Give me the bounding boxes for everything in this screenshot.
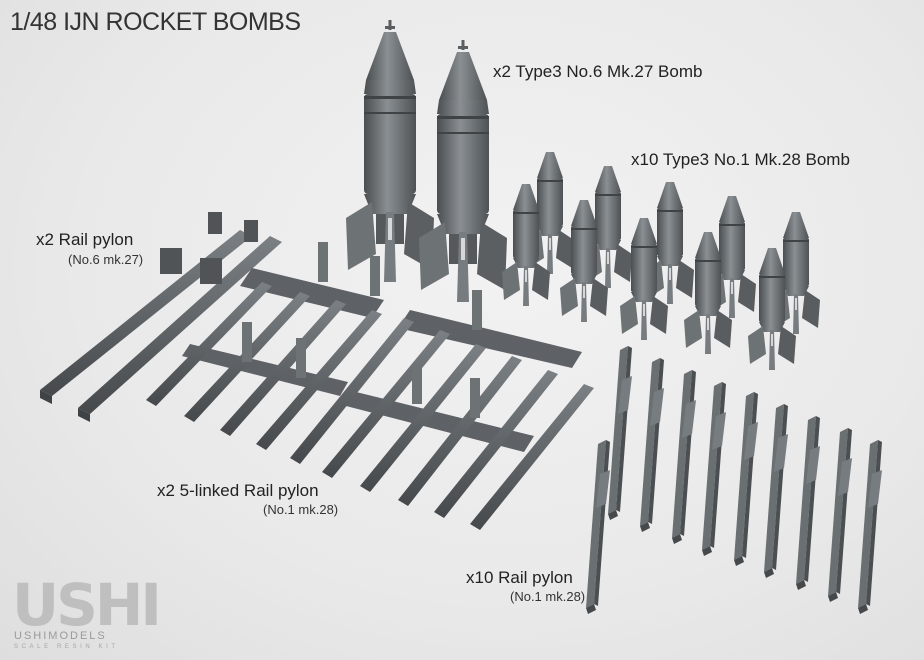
- page-title: 1/48 IJN ROCKET BOMBS: [10, 8, 301, 36]
- logo-mark: USHI: [12, 571, 162, 639]
- rail-pylon-x10-set: [586, 346, 882, 614]
- logo-text: USHIMODELS: [14, 630, 107, 642]
- ushimodels-logo: USHI USHIMODELS SCALE RESIN KIT: [12, 576, 162, 656]
- label-x10-rail-pylon: x10 Rail pylon: [466, 568, 573, 587]
- label-rail-pylon: x2 Rail pylon: [36, 230, 134, 249]
- label-rail-pylon-sub: (No.6 mk.27): [68, 252, 144, 267]
- rail-pylon-mk27-set: [40, 212, 282, 422]
- logo-tag: SCALE RESIN KIT: [14, 644, 119, 650]
- linked-rail-pylon-set: [146, 242, 594, 530]
- label-linked-rail-pylon: x2 5-linked Rail pylon: [157, 481, 319, 500]
- label-mk27-bomb: x2 Type3 No.6 Mk.27 Bomb: [493, 62, 703, 81]
- label-linked-rail-pylon-sub: (No.1 mk.28): [263, 502, 339, 517]
- label-x10-rail-pylon-sub: (No.1 mk.28): [510, 589, 586, 604]
- label-mk28-bomb: x10 Type3 No.1 Mk.28 Bomb: [631, 150, 850, 169]
